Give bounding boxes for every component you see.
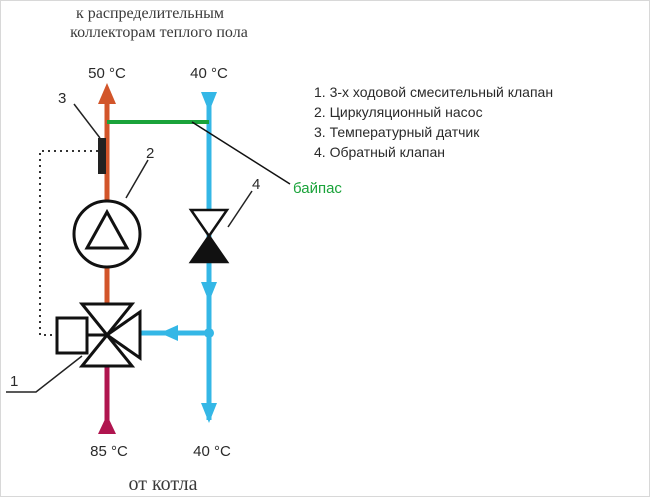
pump-triangle-icon <box>84 208 130 250</box>
check-valve-lower <box>188 233 230 264</box>
check-valve-upper <box>188 208 230 239</box>
tee-junction <box>204 328 214 338</box>
callout-2: 2 <box>146 145 154 162</box>
sensor-signal-line <box>39 150 98 336</box>
mixing-valve-top <box>78 302 136 338</box>
callout-3-line <box>73 103 101 139</box>
circulation-pump <box>72 199 142 269</box>
bypass-label: байпас <box>293 180 342 197</box>
temp-return-top: 40 °C <box>190 65 228 82</box>
supply-arrow-top <box>98 83 116 104</box>
boiler-arrow <box>98 415 116 434</box>
callout-3: 3 <box>58 90 66 107</box>
bypass-leader-line <box>191 121 291 185</box>
callout-2-line <box>125 159 149 199</box>
mixing-valve-side <box>104 309 142 361</box>
callout-4: 4 <box>252 176 260 193</box>
temp-return-bottom: 40 °C <box>193 443 231 460</box>
header-line-2: коллекторам теплого пола <box>70 24 248 41</box>
return-arrow-bottom <box>201 403 217 423</box>
callout-1-line <box>6 355 83 393</box>
return-arrow-top <box>201 92 217 112</box>
callout-4-line <box>227 190 253 228</box>
legend-item-3: 3. Температурный датчик <box>314 124 480 140</box>
temp-supply-top: 50 °C <box>88 65 126 82</box>
callout-1: 1 <box>10 373 18 390</box>
header-line-1: к распределительным <box>76 5 224 22</box>
temperature-sensor <box>98 138 106 174</box>
mixing-valve-bottom <box>78 332 136 368</box>
legend-item-4: 4. Обратный клапан <box>314 144 445 160</box>
legend-item-2: 2. Циркуляционный насос <box>314 104 483 120</box>
return-arrow-middle <box>201 282 217 302</box>
valve-actuator <box>55 316 89 355</box>
legend-item-1: 1. 3-х ходовой смесительный клапан <box>314 84 553 100</box>
mixing-branch-arrow <box>160 325 178 341</box>
temp-boiler-in: 85 °C <box>90 443 128 460</box>
footer-label: от котла <box>128 473 197 495</box>
